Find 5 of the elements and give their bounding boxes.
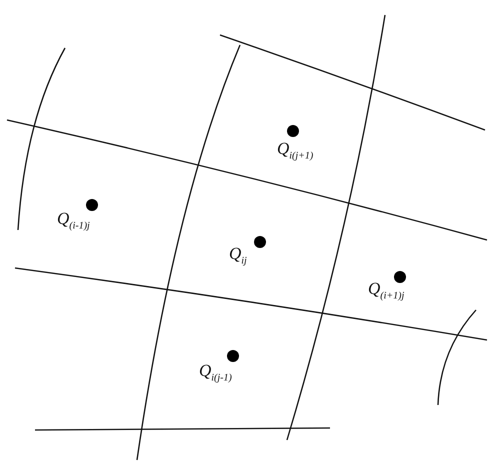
point-label: Q$_{i(j-1)}$ <box>199 362 232 384</box>
point-label: Q$_{(i-1)j}$ <box>57 210 90 232</box>
point-label: Q$_{(i+1)j}$ <box>368 280 404 302</box>
point-label: Q$_{ij}$ <box>229 245 247 266</box>
point-label: Q$_{i(j+1)}$ <box>277 140 314 162</box>
